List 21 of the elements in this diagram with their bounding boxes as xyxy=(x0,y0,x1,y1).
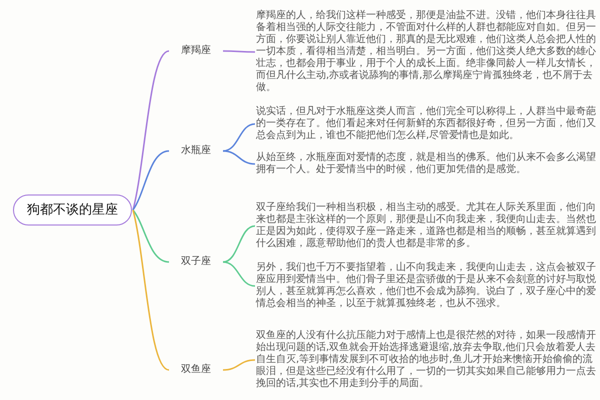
connector-line xyxy=(132,50,170,210)
connector-line xyxy=(222,261,256,287)
connector-line xyxy=(222,225,256,263)
connector-line xyxy=(132,210,170,263)
text-paragraph: 双子座给我们一种相当积极，相当主动的感受。尤其在人际关系里面，他们向来也都是主张这样的一个原则，那便是山不向我走来，我便向山走去。当然也正是因为如此，使得双子座一路走来，道路也都是相当的顺畅，甚至就算遇到什么困难，愿意帮助他们的贵人也都是非常的多。 xyxy=(256,202,598,250)
topic-pill: 狗都不谈的星座 xyxy=(13,194,132,226)
text-paragraph: 双鱼座的人没有什么抗压能力对于感情上也是很茫然的对待，如果一段感情开始出现问题的话,双鱼就会开始选择逃避退缩,放弃去争取,他们只会放着爱人去自生自灭,等到事情发展到不可收拾的地步时,鱼儿才开始来懊恼开始偷偷的流眼泪，但是这些已经没有什么用了，一切的一切其实如果自己能够用力一点去挽回的话,其实也不用走到分手的局面。 xyxy=(256,330,598,390)
text-paragraph: 另外，我们也千万不要指望着，山不向我走来，我便向山走去，这点会被双子座应用到爱情当中。他们骨子里还是蛮骄傲的于是从来不会刻意的讨好与取悦别人，甚至就算再怎么喜欢，他们也不会成为舔狗。说白了，双子座心中的爱情总会相当的神圣，以至于就算孤独终老，也从不强求。 xyxy=(256,262,598,310)
connector-line xyxy=(222,359,256,371)
connector-line xyxy=(222,123,256,152)
connector-line xyxy=(132,210,170,371)
branch-label: 双子座 xyxy=(170,255,222,269)
text-paragraph: 说实话，但凡对于水瓶座这类人而言，他们完全可以称得上，人群当中最奇葩的一类存在了。他们看起来对任何新鲜的东西都很好奇，但另一方面，他们又总会点到为止，谁也不能把他们怎么样,尽管爱情也是如此。 xyxy=(256,106,598,142)
connector-line xyxy=(132,150,170,210)
connector-line xyxy=(223,50,255,53)
text-paragraph: 摩羯座的人，给我们这样一种感受，那便是油盐不进。没错，他们本身往往具备着相当强的人际交往能力，不管面对什么样的人群也都能应对自如。但另一方面，你要说让别人靠近他们，那真的是无比艰难，他们这类人总会把人性的一切本质，看得相当清楚，相当明白。另一方面，他们这类人绝大多数的雄心壮志，也都会用于事业，用于个人的成长上面。绝非像同龄人一样儿女情长，而但凡什么主动,亦或者说舔狗的事情,那么摩羯座宁肯孤独终老，也不屑于去做。 xyxy=(256,10,598,94)
connector-line xyxy=(222,150,256,165)
branch-label: 水瓶座 xyxy=(170,144,222,158)
branch-label: 双鱼座 xyxy=(170,363,222,377)
branch-label: 摩羯座 xyxy=(170,44,222,58)
text-paragraph: 从始至终，水瓶座面对爱情的态度，就是相当的佛系。他们从来不会多么渴望拥有一个人。处于爱情当中的时候，他们更加凭借的是感觉。 xyxy=(256,152,598,176)
